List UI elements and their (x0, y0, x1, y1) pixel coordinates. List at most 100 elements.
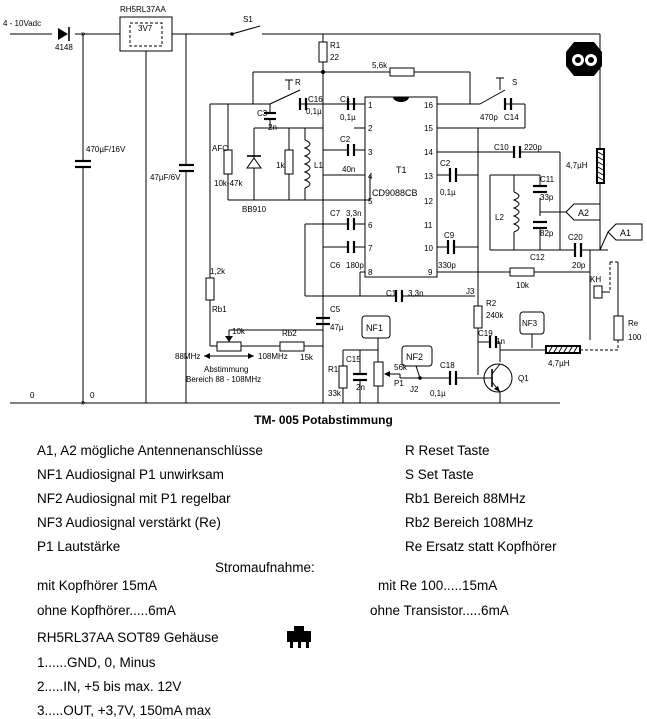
c20-value: 20p (572, 261, 586, 270)
c19-label: C19 (478, 329, 493, 338)
pin-desc-2: 2.....IN, +5 bis max. 12V (37, 679, 182, 694)
c10-value: 220p (524, 143, 542, 152)
svg-text:5: 5 (368, 197, 373, 206)
resistor-r1b (338, 365, 348, 389)
voltage-regulator: 3V7 RH5RL37AA (119, 5, 173, 403)
svg-text:NF3: NF3 (522, 319, 538, 328)
logo-icon (566, 42, 602, 76)
re-value: 100 (628, 333, 642, 342)
c16-value: 0,1µ (306, 107, 322, 116)
legend-item: Rb2 Bereich 108MHz (405, 515, 534, 530)
svg-text:12: 12 (424, 197, 433, 206)
headphone-jack: KH (590, 261, 618, 299)
current-right-2: ohne Transistor.....6mA (370, 603, 509, 618)
svg-text:7: 7 (368, 244, 373, 253)
l2-label: L2 (495, 213, 504, 222)
c5-label: C5 (330, 305, 341, 314)
svg-text:13: 13 (424, 172, 433, 181)
svg-text:NF1: NF1 (366, 323, 383, 333)
pin-desc-3: 3.....OUT, +3,7V, 150mA max (37, 703, 211, 718)
c12-label: C12 (530, 253, 545, 262)
tune-label-2: Bereich 88 - 108MHz (186, 375, 261, 384)
c-in-label: 470µF/16V (86, 145, 126, 154)
resistor-rb1 (205, 277, 215, 301)
diagram-caption: TM- 005 Potabstimmung (254, 413, 393, 427)
svg-text:6: 6 (368, 221, 373, 230)
legend-item: P1 Lautstärke (37, 539, 121, 554)
current-left-2: ohne Kopfhörer.....6mA (37, 603, 176, 618)
p1-label: P1 (394, 379, 404, 388)
nf3-tap: NF3 (519, 311, 545, 348)
c16-label: C16 (308, 95, 323, 104)
r1b-value: 33k (328, 389, 342, 398)
c6-value: 180p (346, 261, 364, 270)
r-12k-label: 1,2k (210, 267, 226, 276)
sot89-package-icon (287, 626, 311, 648)
legend-item: NF1 Audiosignal P1 unwirksam (37, 467, 224, 482)
svg-text:»: » (81, 29, 86, 38)
circuit-schematic: 4148 4 - 10Vadc » » 3V7 RH5RL37AA 470µF/… (3, 5, 643, 407)
resistor-r2 (473, 305, 483, 329)
ic-cd9088cb: T1 CD9088CB 1 2 3 4 5 6 7 8 9 10 11 12 1… (364, 96, 438, 278)
reset-button: R (253, 78, 355, 105)
svg-text:9: 9 (428, 268, 433, 277)
r-top-label: 5,6k (372, 61, 388, 70)
resistor-re (613, 315, 624, 341)
c7-label: C7 (330, 209, 341, 218)
c3-label: C3 (257, 109, 268, 118)
c5-value: 47µ (330, 323, 344, 332)
volume-pot-p1: 56k P1 (373, 350, 408, 403)
c1b-label: C1 (386, 289, 397, 298)
j3-label: J3 (466, 287, 475, 296)
resistor-10k (509, 267, 535, 277)
c20-label: C20 (568, 233, 583, 242)
ground-label-1: 0 (30, 391, 35, 400)
legend-left: A1, A2 mögliche Antennenanschlüsse NF1 A… (37, 439, 263, 559)
c1b-value: 3,3n (408, 289, 424, 298)
p1-value: 56k (394, 363, 408, 372)
transistor-q1: Q1 (483, 363, 529, 403)
svg-text:11: 11 (424, 221, 433, 230)
set-button: S (479, 77, 517, 105)
varicap-label: BB910 (242, 205, 267, 214)
j2-label: J2 (410, 385, 419, 394)
choke-label: 4,7µH (566, 161, 588, 170)
c14-value: 470p (480, 113, 498, 122)
resistor-r1 (318, 41, 328, 63)
current-right-1: mit Re 100.....15mA (378, 578, 498, 593)
c14-label: C14 (504, 113, 519, 122)
tuning-potentiometer: 10k (216, 327, 246, 352)
re-label: Re (628, 319, 639, 328)
btn-s-label: S (512, 78, 517, 87)
svg-text:A2: A2 (578, 208, 589, 218)
ic-label: T1 (396, 165, 407, 175)
svg-text:4: 4 (368, 172, 373, 181)
c1-value: 0,1µ (340, 113, 356, 122)
legend-item: NF2 Audiosignal mit P1 regelbar (37, 491, 231, 506)
pin-desc-1: 1......GND, 0, Minus (37, 655, 156, 670)
kh-label: KH (590, 275, 601, 284)
switch-s1: S1 (230, 15, 261, 36)
c6-label: C6 (330, 261, 341, 270)
ic-name: CD9088CB (372, 188, 418, 198)
rb1-label: Rb1 (212, 305, 227, 314)
switch-label: S1 (243, 15, 253, 24)
svg-text:A1: A1 (620, 228, 631, 238)
svg-text:3: 3 (368, 148, 373, 157)
c2a-value: 40n (342, 165, 355, 174)
legend-item: S Set Taste (405, 467, 474, 482)
regulator-output-label: 3V7 (138, 24, 153, 33)
choke2-label: 4,7µH (548, 359, 570, 368)
svg-text:10: 10 (424, 244, 433, 253)
nf1-tap: NF1 (361, 315, 391, 350)
nf2-tap: NF2 (401, 345, 433, 379)
resistor-rb2 (279, 341, 305, 352)
r-1k-label: 1k (276, 161, 285, 170)
svg-text:8: 8 (368, 268, 373, 277)
current-left-1: mit Kopfhörer 15mA (37, 578, 158, 593)
c11-value: 33p (540, 193, 554, 202)
diode-label: 4148 (55, 43, 73, 52)
c9-label: C9 (444, 231, 455, 240)
svg-text:NF2: NF2 (406, 352, 423, 362)
btn-r-label: R (295, 78, 301, 87)
